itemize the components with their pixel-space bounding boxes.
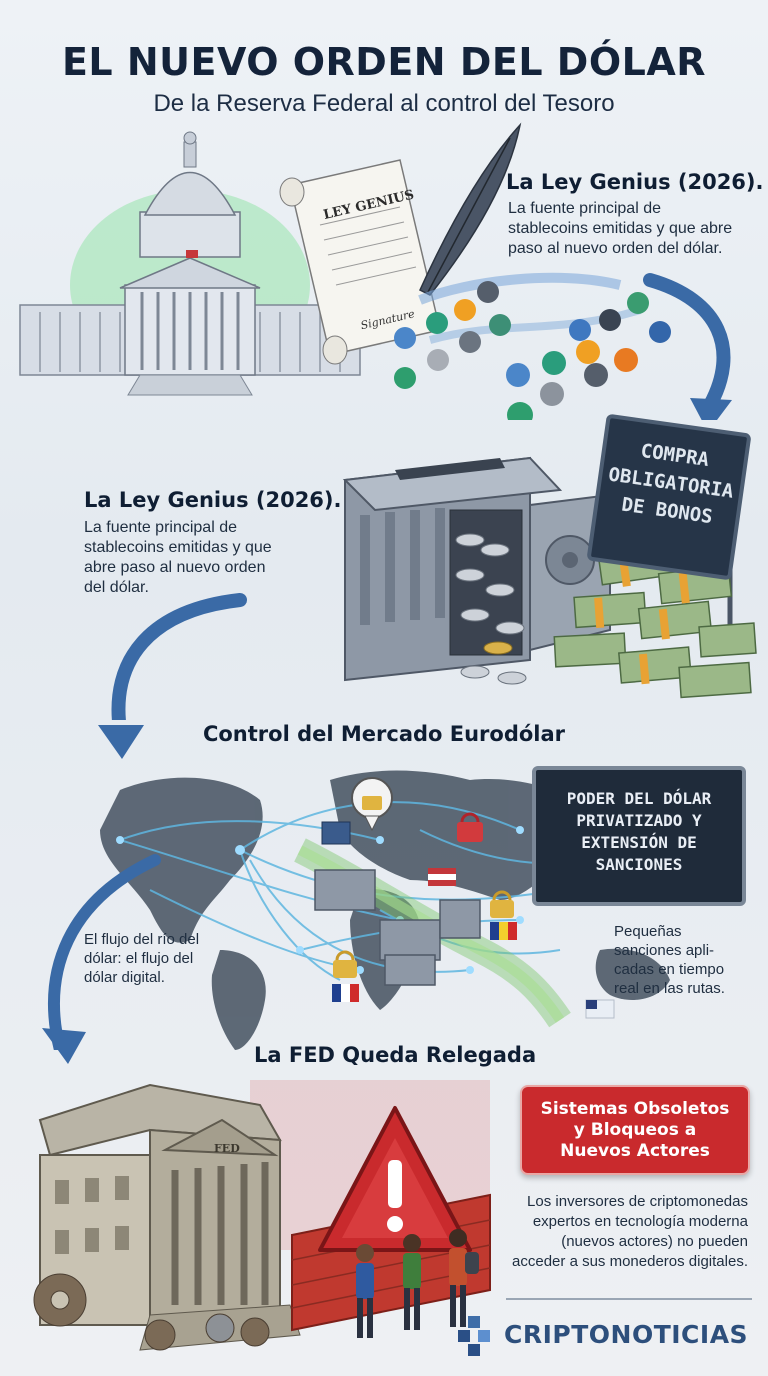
flag-icon [332, 868, 615, 1019]
quill-icon [419, 122, 522, 296]
coin-icon [394, 281, 671, 420]
sanctions-note: Pequeñas sanciones apli- cadas en tiempo… [614, 923, 725, 997]
person-icon [356, 1229, 479, 1338]
obsolete-systems-banner: Sistemas Obsoletos y Bloqueos a Nuevos A… [520, 1085, 750, 1175]
section4-heading: La FED Queda Relegada [254, 1043, 537, 1067]
section4-body: Los inversores de criptomonedas expertos… [512, 1193, 748, 1270]
sanctions-board: PODER DEL DÓLAR PRIVATIZADO Y EXTENSIÓN … [532, 766, 746, 906]
warning-icon [318, 1106, 472, 1252]
section1-heading: La Ley Genius (2026). [506, 170, 764, 194]
section2-body: La fuente principal de stablecoins emiti… [84, 519, 272, 596]
brand-logo-icon [458, 1316, 490, 1356]
flow-arrow-icon [111, 593, 247, 720]
section1-illustration: LEY GENIUS Signature [19, 122, 732, 420]
bond-purchase-sign: COMPRA OBLIGATORIA DE BONOS [586, 413, 752, 581]
river-note: El flujo del río del dólar: el flujo del… [84, 931, 200, 986]
fed-label: FED [214, 1142, 240, 1155]
brand-name: CRIPTONOTICIAS [504, 1320, 749, 1349]
section3-heading: Control del Mercado Eurodólar [202, 722, 566, 746]
arrow-head-icon [98, 725, 144, 759]
footer-divider [506, 1298, 752, 1300]
gear-icon [33, 1273, 270, 1351]
section1-body: La fuente principal de stablecoins emiti… [508, 200, 733, 257]
coin-stream [394, 272, 671, 420]
section4-illustration: FED [33, 1080, 491, 1351]
page-title: EL NUEVO ORDEN DEL DÓLAR [61, 40, 707, 84]
coin-icon [455, 533, 527, 685]
brick-wall-icon [314, 869, 481, 986]
arrow-head-icon [42, 1028, 86, 1064]
flow-arrow-icon [48, 854, 161, 1050]
page-subtitle: De la Reserva Federal al control del Tes… [153, 90, 615, 117]
flow-arrow-icon [643, 273, 731, 412]
section2-heading: La Ley Genius (2026). [84, 488, 342, 512]
